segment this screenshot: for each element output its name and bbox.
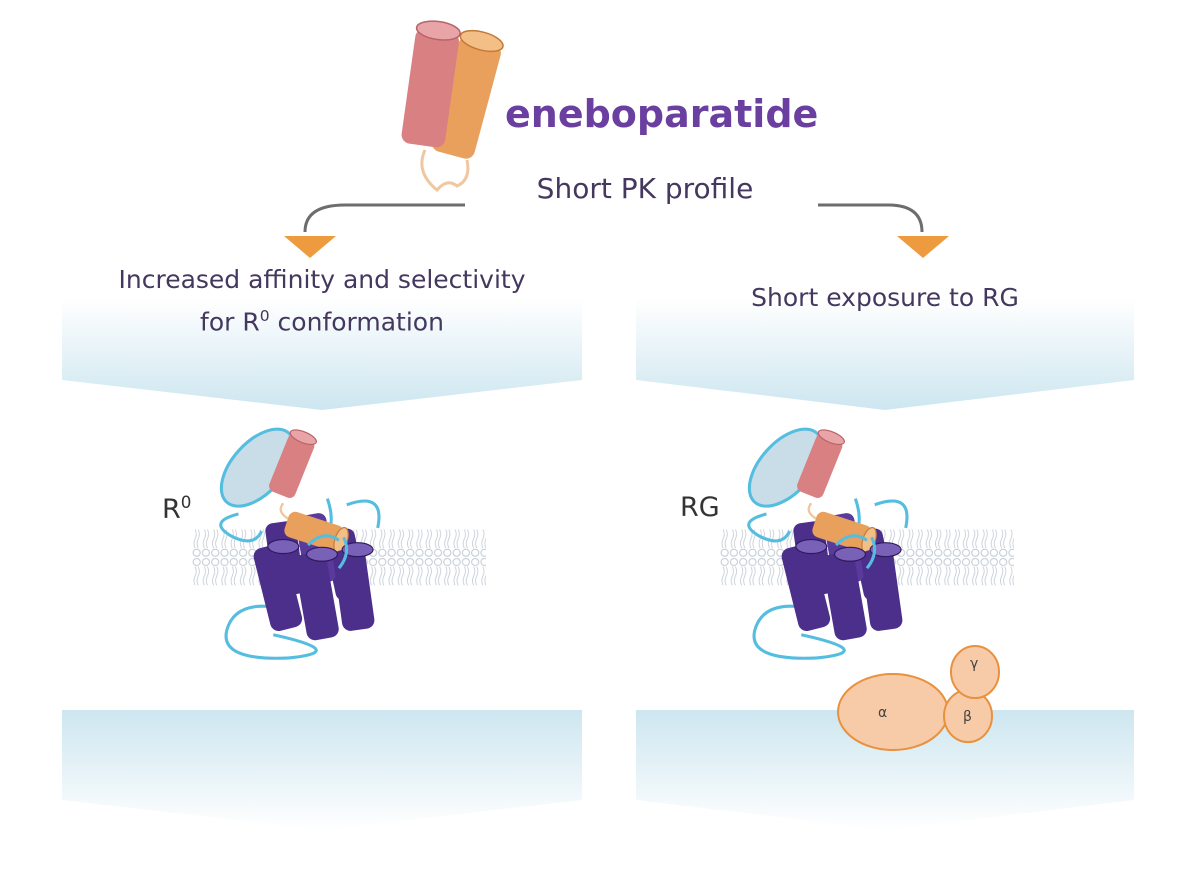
right-panel-caption: Short exposure to RG: [751, 283, 1019, 312]
left-caption-line-1: Increased affinity and selectivity: [118, 265, 526, 294]
g-protein-complex: α β γ: [837, 645, 1000, 751]
pk-profile-label: Short PK profile: [536, 172, 754, 205]
left-branch-arrow: [303, 203, 465, 233]
right-arrowhead: [897, 236, 949, 258]
left-caption-line-2: for R0 conformation: [200, 307, 444, 337]
right-panel-background: [636, 298, 1134, 830]
drug-name: eneboparatide: [505, 92, 819, 136]
left-panel-caption: Increased affinity and selectivity for R…: [62, 262, 582, 340]
left-arrowhead: [284, 236, 336, 258]
g-alpha-label: α: [878, 705, 887, 721]
receptor-rg-illustration: [720, 420, 1014, 660]
g-gamma-label: γ: [970, 656, 978, 672]
left-panel-background: [62, 298, 582, 830]
r0-state-label: R0: [162, 492, 192, 525]
rg-state-label: RG: [680, 492, 720, 523]
right-branch-arrow: [818, 203, 924, 233]
g-beta-label: β: [963, 709, 972, 725]
receptor-r0-illustration: [192, 420, 486, 660]
peptide-icon: [401, 20, 504, 193]
